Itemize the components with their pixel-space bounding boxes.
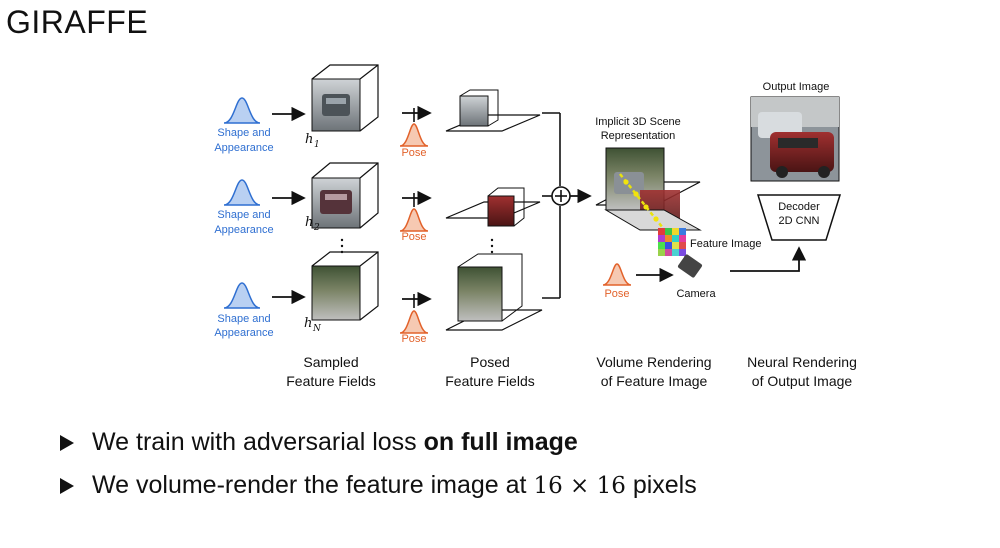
bullet-2-text: We volume-render the feature image at 16… xyxy=(92,471,697,499)
decoder-label-1: Decoder xyxy=(778,201,820,213)
caption-posed-1: Posed xyxy=(470,354,510,370)
bullet-1-bold: on full image xyxy=(423,428,578,456)
gaussian-shape-appearance-n xyxy=(223,282,261,309)
caption-volume-2: of Feature Image xyxy=(601,373,708,389)
h-label-2: h xyxy=(305,215,313,230)
pose-label-1: Pose xyxy=(401,147,426,159)
decoder-block: Decoder 2D CNN xyxy=(756,194,842,241)
bullet-list: We train with adversarial loss on full i… xyxy=(60,428,697,514)
pose-scene: Pose xyxy=(602,263,632,300)
posed-field-1 xyxy=(445,89,541,132)
caption-neural-2: of Output Image xyxy=(752,373,853,389)
latent-label-na: Shape and xyxy=(217,313,270,325)
latent-label-2a: Shape and xyxy=(217,209,270,221)
feature-field-cube-2 xyxy=(311,162,379,229)
feature-image-label: Feature Image xyxy=(690,238,762,250)
bullet-1-text: We train with adversarial loss on full i… xyxy=(92,428,578,456)
arrow-to-decoder xyxy=(730,246,807,272)
sum-operator xyxy=(551,186,571,206)
bullet-item-1: We train with adversarial loss on full i… xyxy=(60,428,697,457)
scene-label-2: Representation xyxy=(601,130,676,142)
gaussian-pose-n xyxy=(399,310,429,334)
pose-label-scene: Pose xyxy=(604,288,629,300)
scene-label-1: Implicit 3D Scene xyxy=(595,116,681,128)
gaussian-pose-scene xyxy=(602,263,632,286)
caption-sampled-2: Feature Fields xyxy=(286,373,375,389)
caption-posed-2: Feature Fields xyxy=(445,373,534,389)
feature-field-cube-1 xyxy=(311,64,379,132)
posed-field-n xyxy=(445,253,543,331)
pose-label-2: Pose xyxy=(401,231,426,243)
feature-image-grid xyxy=(658,228,686,256)
decoder-label-2: 2D CNN xyxy=(779,215,820,227)
gaussian-pose-1 xyxy=(399,123,429,147)
pose-row-2: Pose xyxy=(399,190,432,243)
h-label-n: h xyxy=(304,316,312,331)
feature-field-cube-n xyxy=(311,251,379,321)
output-image xyxy=(750,96,840,182)
slide-title: GIRAFFE xyxy=(6,4,149,40)
camera-icon xyxy=(678,254,702,278)
bullet-item-2: We volume-render the feature image at 16… xyxy=(60,471,697,500)
h-sub-n: N xyxy=(312,324,322,334)
latent-label-nb: Appearance xyxy=(214,327,273,339)
latent-row-n: Shape and Appearance xyxy=(214,282,274,339)
pose-label-n: Pose xyxy=(401,333,426,345)
latent-row-1: Shape and Appearance xyxy=(214,97,274,154)
h-label-1: h xyxy=(305,132,313,147)
latent-label-1a: Shape and xyxy=(217,127,270,139)
caption-sampled-1: Sampled xyxy=(303,354,358,370)
pose-row-n: Pose xyxy=(399,291,432,345)
latent-row-2: Shape and Appearance xyxy=(214,179,274,236)
giraffe-diagram: Shape and Appearance h 1 Pose Shape and … xyxy=(214,64,857,389)
gaussian-shape-appearance-2 xyxy=(223,179,261,206)
output-image-label: Output Image xyxy=(763,81,830,93)
gaussian-shape-appearance-1 xyxy=(223,97,261,124)
camera-label: Camera xyxy=(676,288,716,300)
h-sub-2: 2 xyxy=(313,223,320,233)
latent-label-2b: Appearance xyxy=(214,224,273,236)
h-sub-1: 1 xyxy=(314,140,320,150)
scene-volume xyxy=(595,147,702,231)
caption-neural-1: Neural Rendering xyxy=(747,354,857,370)
bullet-triangle-icon xyxy=(60,477,74,494)
pose-row-1: Pose xyxy=(399,105,432,159)
bullet-2-math: 16 × 16 xyxy=(533,473,626,499)
gaussian-pose-2 xyxy=(399,208,429,232)
latent-label-1b: Appearance xyxy=(214,142,273,154)
composition-lines xyxy=(542,112,561,299)
posed-field-2 xyxy=(445,187,541,227)
bullet-triangle-icon xyxy=(60,434,74,451)
caption-volume-1: Volume Rendering xyxy=(596,354,711,370)
